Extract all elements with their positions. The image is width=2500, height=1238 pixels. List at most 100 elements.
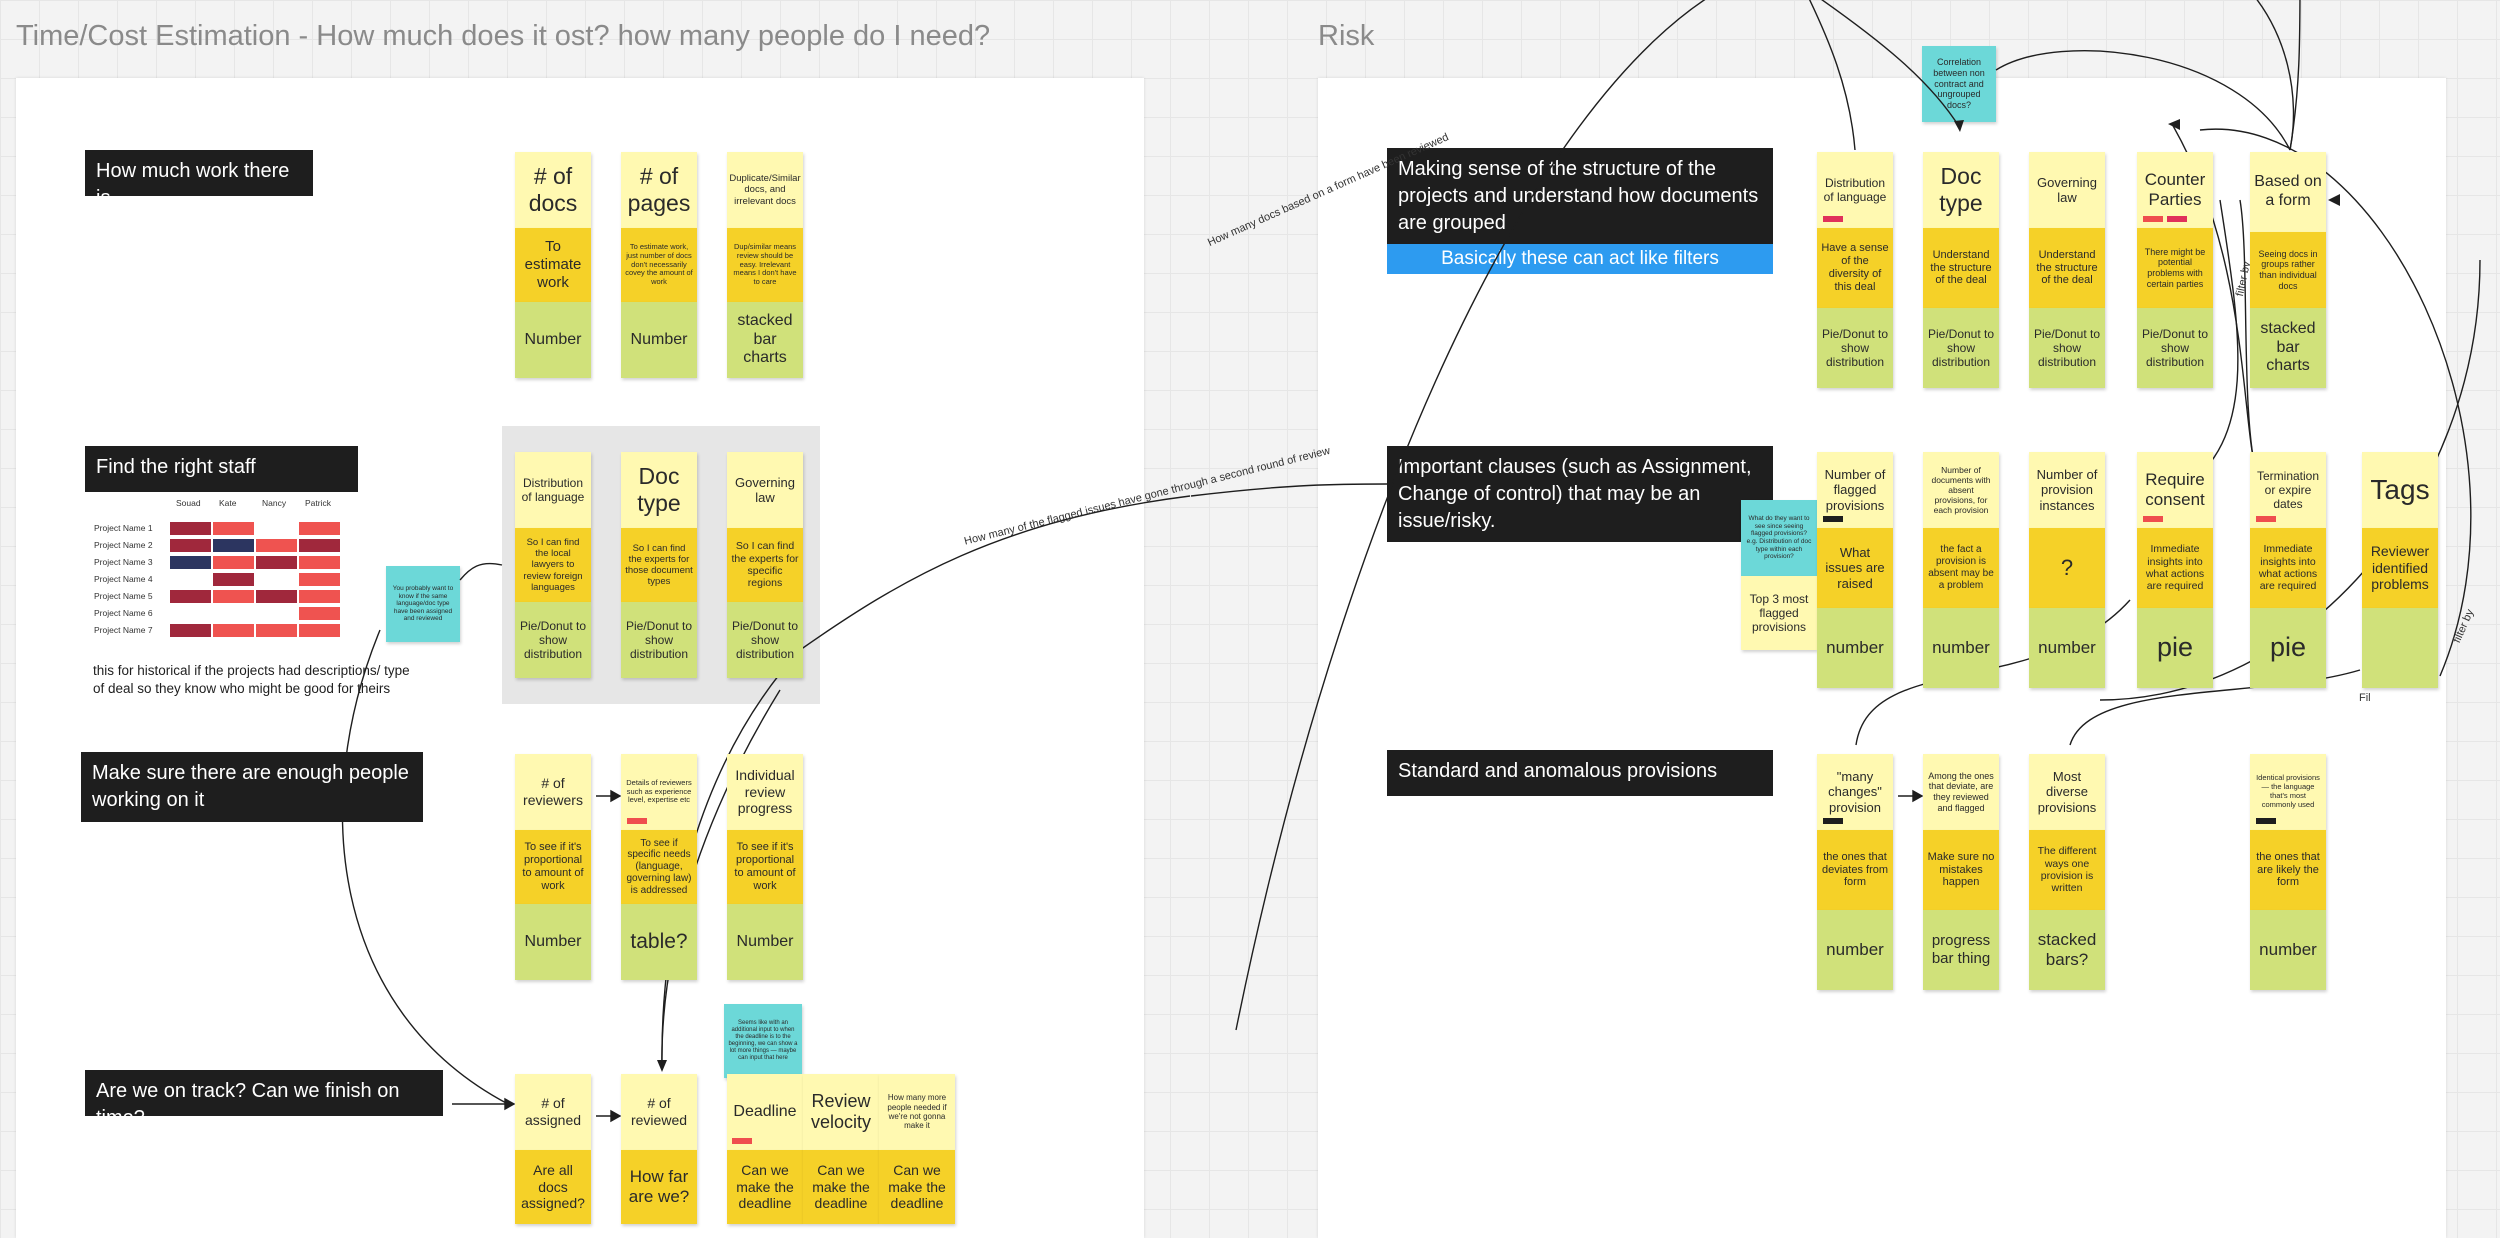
sticky-identical-provisions-purpose[interactable]: the ones that are likely the form [2250,830,2326,910]
sticky-risk-language-viz[interactable]: Pie/Donut to show distribution [1817,308,1893,388]
sticky-absent-provisions-purpose[interactable]: the fact a provision is absent may be a … [1923,528,1999,608]
section-label-work[interactable]: How much work there is [85,150,313,209]
sticky-reviewed-header[interactable]: # of reviewed [621,1074,697,1150]
sticky-velocity-header[interactable]: Review velocity [803,1074,879,1150]
sticky-pages-viz[interactable]: Number [621,302,697,378]
sticky-staff-language-purpose[interactable]: So I can find the local lawyers to revie… [515,528,591,602]
sticky-provision-instances-viz[interactable]: number [2029,608,2105,688]
section-label-structure[interactable]: Making sense of the structure of the pro… [1387,148,1773,244]
connector-label-filter-by-3[interactable]: Fil [2359,692,2371,704]
sticky-identical-provisions-viz[interactable]: number [2250,910,2326,990]
sticky-velocity-purpose[interactable]: Can we make the deadline [803,1150,879,1224]
section-label-on-track[interactable]: Are we on track? Can we finish on time? [85,1070,443,1129]
sticky-many-changes-viz[interactable]: number [1817,910,1893,990]
frame-title-time-cost[interactable]: Time/Cost Estimation - How much does it … [16,20,991,52]
sticky-staff-governing-purpose[interactable]: So I can find the experts for specific r… [727,528,803,602]
sticky-counter-parties-viz[interactable]: Pie/Donut to show distribution [2137,308,2213,388]
sticky-assigned-purpose[interactable]: Are all docs assigned? [515,1150,591,1224]
sticky-more-people-purpose[interactable]: Can we make the deadline [879,1150,955,1224]
sticky-reviewers-purpose[interactable]: To see if it's proportional to amount of… [515,830,591,904]
teal-note-correlation[interactable]: Correlation between non contract and ung… [1922,46,1996,122]
sticky-require-consent-viz[interactable]: pie [2137,608,2213,688]
sticky-diverse-provisions-viz[interactable]: stacked bars? [2029,910,2105,990]
sticky-among-deviate-viz[interactable]: progress bar thing [1923,910,1999,990]
filters-note-bar[interactable]: Basically these can act like filters [1387,244,1773,274]
section-label-enough-people[interactable]: Make sure there are enough people workin… [81,752,423,822]
sticky-deadline-purpose[interactable]: Can we make the deadline [727,1150,803,1224]
sticky-assigned-header[interactable]: # of assigned [515,1074,591,1150]
sticky-details-viz[interactable]: table? [621,904,697,980]
sticky-reviewed-purpose[interactable]: How far are we? [621,1150,697,1224]
sticky-staff-language-header[interactable]: Distribution of language [515,452,591,528]
sticky-details-purpose[interactable]: To see if specific needs (language, gove… [621,830,697,904]
sticky-risk-doctype-header[interactable]: Doc type [1923,152,1999,228]
sticky-provision-instances-header[interactable]: Number of provision instances [2029,452,2105,528]
sticky-details-header[interactable]: Details of reviewers such as experience … [621,754,697,830]
sticky-counter-parties-purpose[interactable]: There might be potential problems with c… [2137,228,2213,308]
sticky-termination-header[interactable]: Termination or expire dates [2250,452,2326,528]
sticky-individual-progress-viz[interactable]: Number [727,904,803,980]
sticky-require-consent-header[interactable]: Require consent [2137,452,2213,528]
sticky-risk-language-header[interactable]: Distribution of language [1817,152,1893,228]
sticky-tags-header[interactable]: Tags [2362,452,2438,528]
section-label-staff[interactable]: Find the right staff [85,446,358,492]
teal-note-flagged[interactable]: What do they want to see since seeing fl… [1741,500,1817,576]
sticky-identical-provisions-header[interactable]: Identical provisions — the language that… [2250,754,2326,830]
sticky-docs-purpose[interactable]: To estimate work [515,228,591,302]
sticky-staff-doctype-header[interactable]: Doc type [621,452,697,528]
sticky-individual-progress-header[interactable]: Individual review progress [727,754,803,830]
sticky-flagged-provisions-viz[interactable]: number [1817,608,1893,688]
sticky-docs-viz[interactable]: Number [515,302,591,378]
sticky-top3-flagged[interactable]: Top 3 most flagged provisions [1741,576,1817,650]
sticky-risk-doctype-viz[interactable]: Pie/Donut to show distribution [1923,308,1999,388]
sticky-tags-viz[interactable] [2362,608,2438,688]
sticky-termination-viz[interactable]: pie [2250,608,2326,688]
sticky-staff-language-viz[interactable]: Pie/Donut to show distribution [515,602,591,678]
sticky-duplicates-purpose[interactable]: Dup/similar means review should be easy.… [727,228,803,302]
teal-note-deadline-input[interactable]: Seems like with an additional input to w… [724,1004,802,1078]
sticky-termination-purpose[interactable]: Immediate insights into what actions are… [2250,528,2326,608]
sticky-reviewers-header[interactable]: # of reviewers [515,754,591,830]
sticky-staff-doctype-viz[interactable]: Pie/Donut to show distribution [621,602,697,678]
sticky-require-consent-purpose[interactable]: Immediate insights into what actions are… [2137,528,2213,608]
sticky-flagged-provisions-purpose[interactable]: What issues are raised [1817,528,1893,608]
sticky-based-on-form-purpose[interactable]: Seeing docs in groups rather than indivi… [2250,232,2326,308]
sticky-risk-governing-purpose[interactable]: Understand the structure of the deal [2029,228,2105,308]
sticky-docs-header[interactable]: # of docs [515,152,591,228]
teal-note-same-language[interactable]: You probably want to know if the same la… [386,566,460,642]
sticky-among-deviate-header[interactable]: Among the ones that deviate, are they re… [1923,754,1999,830]
sticky-based-on-form-viz[interactable]: stacked bar charts [2250,308,2326,388]
sticky-many-changes-header[interactable]: "many changes" provision [1817,754,1893,830]
sticky-pages-purpose[interactable]: To estimate work, just number of docs do… [621,228,697,302]
sticky-duplicates-viz[interactable]: stacked bar charts [727,302,803,378]
sticky-risk-governing-header[interactable]: Governing law [2029,152,2105,228]
sticky-diverse-provisions-header[interactable]: Most diverse provisions [2029,754,2105,830]
sticky-duplicates-header[interactable]: Duplicate/Similar docs, and irrelevant d… [727,152,803,228]
sticky-staff-governing-viz[interactable]: Pie/Donut to show distribution [727,602,803,678]
sticky-risk-governing-viz[interactable]: Pie/Donut to show distribution [2029,308,2105,388]
sticky-absent-provisions-header[interactable]: Number of documents with absent provisio… [1923,452,1999,528]
sticky-risk-doctype-purpose[interactable]: Understand the structure of the deal [1923,228,1999,308]
sticky-risk-language-purpose[interactable]: Have a sense of the diversity of this de… [1817,228,1893,308]
sticky-many-changes-purpose[interactable]: the ones that deviates from form [1817,830,1893,910]
section-label-standard-provisions[interactable]: Standard and anomalous provisions [1387,750,1773,796]
sticky-flagged-provisions-header[interactable]: Number of flagged provisions [1817,452,1893,528]
frame-title-risk[interactable]: Risk [1318,20,1375,52]
sticky-provision-instances-purpose[interactable]: ? [2029,528,2105,608]
sticky-reviewers-viz[interactable]: Number [515,904,591,980]
sticky-more-people-header[interactable]: How many more people needed if we're not… [879,1074,955,1150]
sticky-deadline-header[interactable]: Deadline [727,1074,803,1150]
heatmap-cell [170,573,211,586]
sticky-among-deviate-purpose[interactable]: Make sure no mistakes happen [1923,830,1999,910]
historical-note[interactable]: this for historical if the projects had … [93,663,410,697]
sticky-staff-governing-header[interactable]: Governing law [727,452,803,528]
sticky-individual-progress-purpose[interactable]: To see if it's proportional to amount of… [727,830,803,904]
sticky-counter-parties-header[interactable]: Counter Parties [2137,152,2213,228]
sticky-tags-purpose[interactable]: Reviewer identified problems [2362,528,2438,608]
sticky-based-on-form-header[interactable]: Based on a form [2250,152,2326,232]
sticky-staff-doctype-purpose[interactable]: So I can find the experts for those docu… [621,528,697,602]
sticky-diverse-provisions-purpose[interactable]: The different ways one provision is writ… [2029,830,2105,910]
sticky-pages-header[interactable]: # of pages [621,152,697,228]
section-label-important-clauses[interactable]: Important clauses (such as Assignment, C… [1387,446,1773,542]
sticky-absent-provisions-viz[interactable]: number [1923,608,1999,688]
